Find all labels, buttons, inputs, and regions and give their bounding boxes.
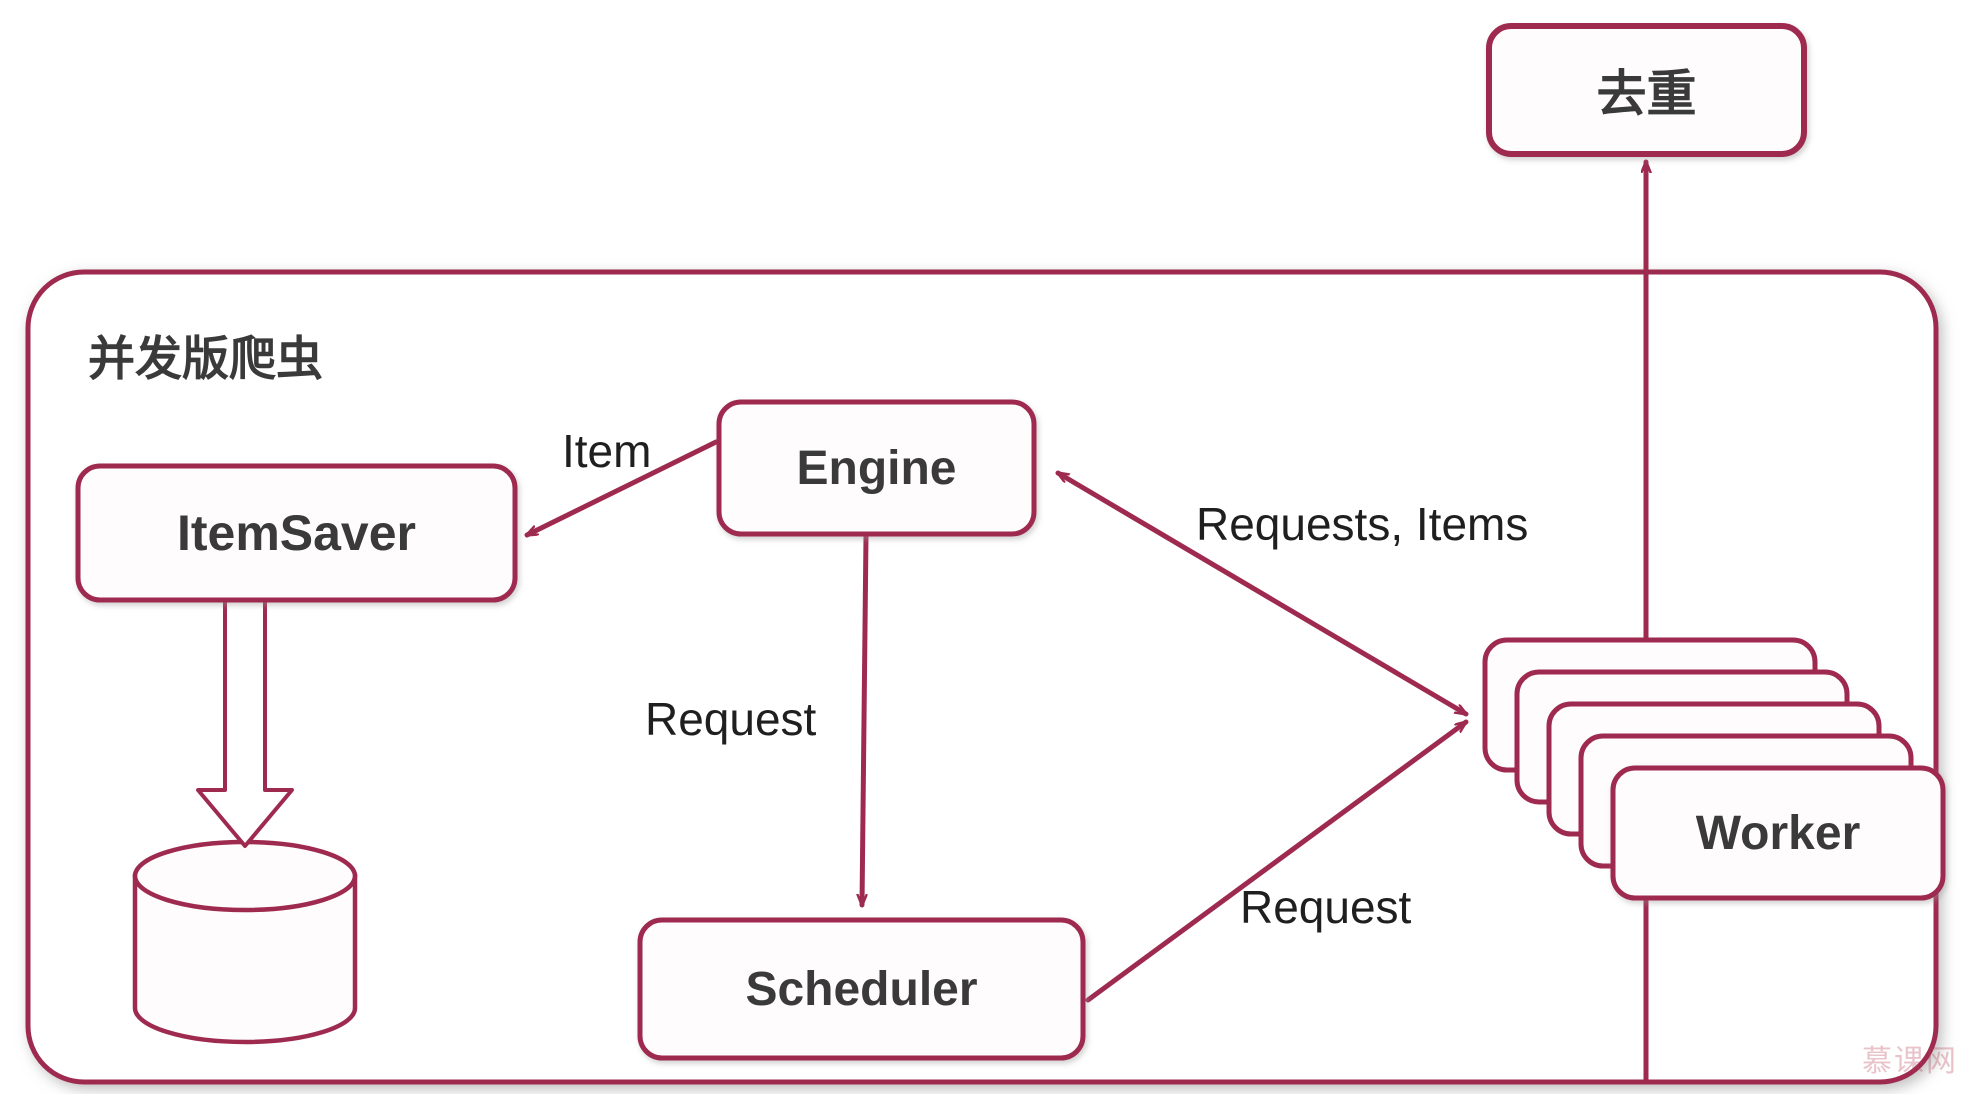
node-worker-stack[interactable] bbox=[1482, 637, 1946, 901]
edge-itemsaver-storage bbox=[196, 598, 294, 848]
edge-label-item: Item bbox=[562, 425, 652, 477]
edge-engine-itemsaver bbox=[524, 439, 719, 538]
node-engine-box[interactable] bbox=[716, 399, 1037, 537]
watermark: 慕课网 bbox=[1862, 1045, 1958, 1078]
edge-scheduler-worker bbox=[1085, 719, 1469, 1003]
group-title-concurrent-crawler: 并发版爬虫 bbox=[88, 332, 323, 385]
node-dedupe-box[interactable] bbox=[1486, 23, 1807, 157]
edge-label-request-scheduler-worker: Request bbox=[1240, 881, 1412, 933]
edge-engine-scheduler bbox=[862, 533, 869, 908]
edge-label-request-engine-scheduler: Request bbox=[645, 693, 817, 745]
node-itemsaver-box[interactable] bbox=[75, 463, 518, 603]
database-cylinder-shape bbox=[132, 839, 358, 1045]
edge-label-requests-items: Requests, Items bbox=[1196, 498, 1529, 550]
edge-engine-worker bbox=[1055, 470, 1469, 717]
node-scheduler-box[interactable] bbox=[637, 917, 1086, 1061]
